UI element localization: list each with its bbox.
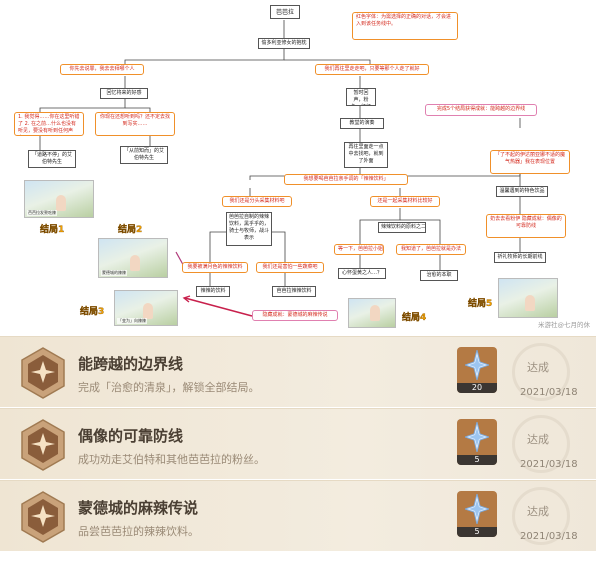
choice-fruit: 我们还是分头采集材料吧	[222, 196, 292, 207]
reward-quantity: 20	[457, 383, 497, 393]
recall-node: 回忆将来的好感	[100, 88, 148, 99]
achievement-card[interactable]: 能跨越的边界线完成「治愈的清泉」，解锁全部结局。 20 达成 2021/03/18	[0, 336, 596, 407]
choice-left: 你先去说罪，我去去拜哪个人	[60, 64, 144, 75]
completed-stamp	[512, 487, 570, 545]
reward-item[interactable]: 5	[457, 491, 497, 537]
red-tea: 我要被满月色的辣辣饮料	[182, 262, 248, 273]
achievement-date: 2021/03/18	[520, 387, 578, 398]
watermark: 米游社@七月的休	[538, 321, 590, 329]
completed-stamp	[512, 343, 570, 401]
ending-4-thumbnail	[348, 298, 396, 328]
achievement-title: 偶像的可靠防线	[78, 427, 184, 445]
left-red-2: 你现在还想听到吗？还不定去找到写实……	[95, 112, 175, 136]
hidden-achievement-note: 隐藏成就：蒙德城的麻辣传说	[252, 310, 338, 321]
achievement-description: 成功劝走艾伯特和其他芭芭拉的粉丝。	[78, 453, 265, 466]
choice-right: 我们再往里走走吧，只要等那个人走了就好	[315, 64, 429, 75]
achievement-status: 达成	[527, 433, 549, 446]
achievement-card[interactable]: 蒙德城的麻辣传说品尝芭芭拉的辣辣饮料。 5 达成 2021/03/18	[0, 480, 596, 551]
reward-item[interactable]: 5	[457, 419, 497, 465]
ending-2-label: 结局2	[118, 225, 143, 235]
quest-flowchart: 芭芭拉 红色字体：为需选择的正确的对话，才会进入到该任务线中。 偷多利亚修女的抱…	[14, 5, 590, 329]
endcond-5-note: 完成5个结局获得成就：能跨越的边界线	[425, 104, 537, 116]
right-red-note: 「了不起的伊达丽亚娜不适的魔气热器」我在表现位置	[490, 150, 570, 174]
achievement-badge-icon	[18, 490, 68, 544]
primogem-icon	[463, 349, 491, 384]
achievement-description: 完成「治愈的清泉」，解锁全部结局。	[78, 381, 260, 394]
completed-stamp	[512, 415, 570, 473]
ending-5-thumbnail	[498, 278, 558, 318]
red-hate: 我们还是害怕一些蔬菜吧	[256, 262, 324, 273]
achievement-status: 达成	[527, 505, 549, 518]
achievement-date: 2021/03/18	[520, 459, 578, 470]
choice-drink: 我想要喝芭芭拉亲手调的「辣辣饮料」	[284, 174, 408, 185]
ending-1-label: 结局1	[40, 225, 65, 235]
ending-3-thumbnail: 「变为」向辣辣	[114, 290, 178, 326]
intro-node: 偷多利亚修女的抱枕	[258, 38, 310, 49]
primogem-icon	[463, 421, 491, 456]
achievement-description: 品尝芭芭拉的辣辣饮料。	[78, 525, 199, 538]
legend-note: 红色字体：为需选择的正确的对话，才会进入到该任务线中。	[352, 12, 458, 40]
root-node: 芭芭拉	[270, 5, 300, 19]
mid-desc-node: 芭芭拉自制的辣辣饮料，黑乎乎的，骑士与牧师，战斗表示	[226, 212, 272, 246]
mid-node-1: 暂时回声，粉色，红红的	[346, 88, 376, 106]
drink-node-1: 辣辣的饮料	[196, 286, 230, 297]
reward-item[interactable]: 20	[457, 347, 497, 393]
left-red-1: 1. 我觉得……你在这里听错了 2. 在之前…什么也没有听见，要没有听到任何声音…	[14, 112, 84, 136]
reward-quantity: 5	[457, 455, 497, 465]
left-box-b: 「从前知而」的艾伯特先生	[120, 146, 168, 164]
right-node: 温馨遇到的特色饮品	[496, 186, 548, 197]
achievement-status: 达成	[527, 361, 549, 374]
choice-together: 还是一起采集材料比较好	[370, 196, 440, 207]
achievement-badge-icon	[18, 418, 68, 472]
achievement-date: 2021/03/18	[520, 531, 578, 542]
mid-node-2: 教堂的演奏	[340, 118, 384, 129]
right-node-2: 祈礼牧师的长期前线	[494, 252, 546, 263]
left-box-a: 「道路不停」的艾伯特先生	[28, 150, 76, 168]
question-node: 心怀蛋黄之人…？	[338, 268, 386, 279]
drink-node: 辣辣饮料的原料之二	[378, 222, 426, 233]
reward-quantity: 5	[457, 527, 497, 537]
drink-node-2: 芭芭拉辣辣饮料	[272, 286, 316, 297]
ending-2-thumbnail: 蒙德城的辣辣	[98, 238, 168, 278]
mid-node-3: 再往里面走一点中去找吧，就到了外面	[344, 142, 388, 168]
achievement-title: 蒙德城的麻辣传说	[78, 499, 199, 517]
ending-4-label: 结局4	[402, 313, 427, 323]
mind-node: 治愈的本职	[420, 270, 458, 281]
achievement-card[interactable]: 偶像的可靠防线成功劝走艾伯特和其他芭芭拉的粉丝。 5 达成 2021/03/18	[0, 408, 596, 479]
ending-1-thumbnail: 芭芭拉发誓吃辣	[24, 180, 94, 218]
ending-5-label: 结局5	[468, 299, 493, 309]
achievement-title: 能跨越的边界线	[78, 355, 184, 373]
red-knew: 我知道了，芭芭拉就是办法	[396, 244, 466, 255]
primogem-icon	[463, 493, 491, 528]
ending-3-label: 结局3	[80, 307, 105, 317]
right-red-note-2: 奶去去看粉伊 隐藏成就：偶像的可靠防线	[486, 214, 566, 238]
red-wait: 等一下，芭芭拉小姐	[334, 244, 384, 255]
achievement-badge-icon	[18, 346, 68, 400]
